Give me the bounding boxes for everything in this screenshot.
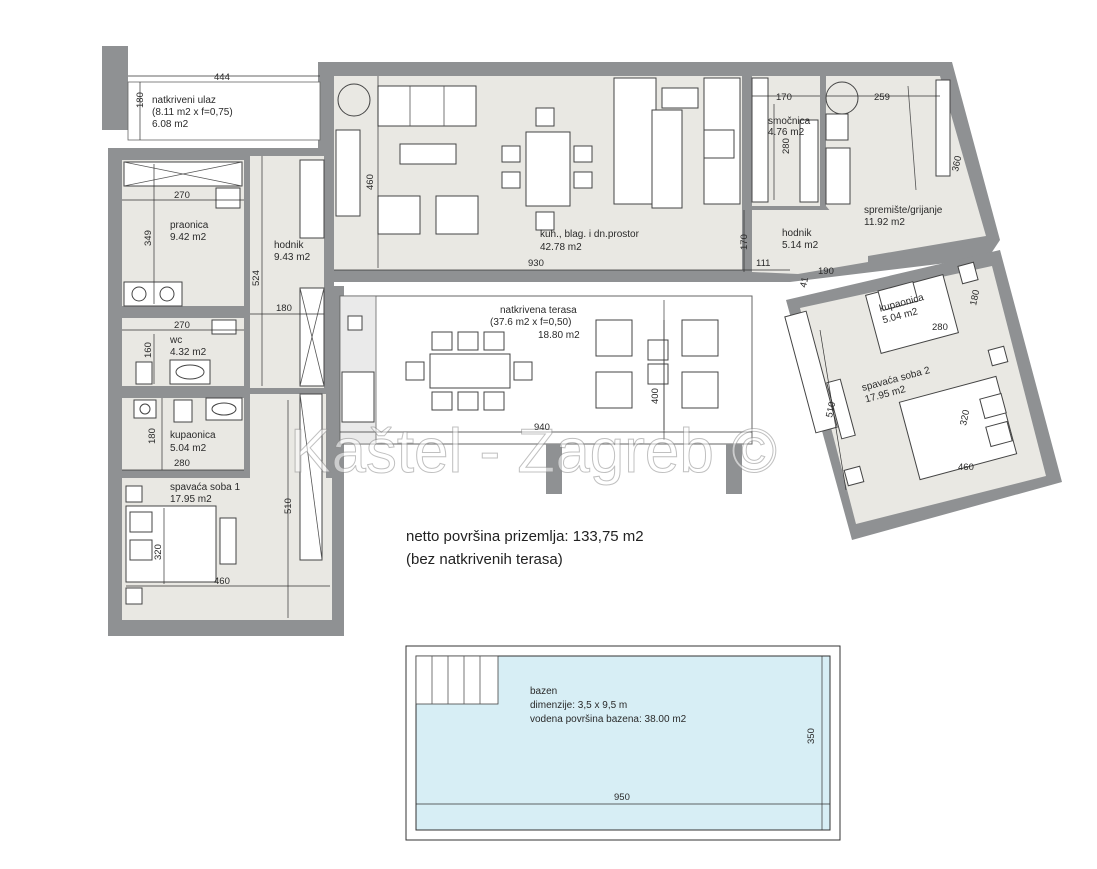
storage-name: spremište/grijanje (864, 205, 943, 216)
dim-storage-w: 259 (874, 92, 890, 103)
terrace-detail: (37.6 m2 x f=0,50) (490, 317, 571, 328)
bathroom1-area: 5.04 m2 (170, 443, 207, 454)
dim-bed1-closet: 510 (283, 498, 294, 514)
pantry-area: 4.76 m2 (768, 127, 805, 138)
dim-bed2-h: 320 (958, 409, 972, 427)
dim-wc-w: 270 (174, 320, 190, 331)
terrace-name: natkrivena terasa (500, 305, 577, 316)
dim-living-tail: 111 (756, 258, 770, 269)
dim-entry-w: 444 (214, 72, 230, 83)
dim-storage-h: 360 (950, 155, 964, 173)
covered-entry-name: natkriveni ulaz (152, 95, 216, 106)
dim-laundry-h: 349 (143, 230, 154, 246)
dim-pantry-h: 280 (781, 138, 792, 154)
dim-wc-h: 160 (143, 342, 154, 358)
dim-entry-h: 180 (135, 92, 146, 108)
dim-pool-w: 950 (614, 792, 630, 803)
dim-terrace-w: 940 (534, 422, 550, 433)
dim-bed2-closet: 510 (824, 401, 838, 419)
pool-dimensions: dimenzije: 3,5 x 9,5 m (530, 700, 627, 711)
net-area: netto površina prizemlja: 133,75 m2 (406, 528, 644, 545)
pool-water-area: vodena površina bazena: 38.00 m2 (530, 714, 687, 725)
pantry-name: smočnica (768, 116, 811, 127)
dim-hall2-w: 190 (818, 266, 834, 277)
covered-entry-detail: (8.11 m2 x f=0,75) (152, 107, 233, 118)
wc-name: wc (169, 335, 182, 346)
dim-pantry-w: 170 (776, 92, 792, 103)
net-area-note: (bez natkrivenih terasa) (406, 551, 563, 568)
storage-area: 11.92 m2 (864, 217, 905, 228)
living-name: kuh., blag. i dn.prostor (540, 229, 640, 240)
hall1-area: 9.43 m2 (274, 252, 311, 263)
bedroom1-area: 17.95 m2 (170, 494, 212, 505)
hall2-name: hodnik (782, 228, 812, 239)
dim-pool-h: 350 (806, 728, 817, 744)
hall1-name: hodnik (274, 240, 304, 251)
dim-bath2-w: 280 (932, 322, 948, 333)
dim-hall2-small: 41 (798, 276, 811, 289)
dim-bath1-w: 280 (174, 458, 190, 469)
furniture (123, 77, 1018, 605)
dim-bed1-h: 320 (153, 544, 164, 560)
dim-terrace-h: 400 (650, 388, 661, 404)
dimension-lines (122, 75, 940, 618)
hall2-area: 5.14 m2 (782, 240, 819, 251)
dim-hall1-w: 180 (276, 303, 292, 314)
terrace-area: 18.80 m2 (538, 330, 580, 341)
bedroom1-name: spavaća soba 1 (170, 482, 240, 493)
dim-bath2-h: 180 (968, 289, 982, 307)
dim-living-w: 930 (528, 258, 544, 269)
covered-entry (127, 81, 321, 141)
living-area: 42.78 m2 (540, 242, 582, 253)
watermark: Kaštel - Zagreb © (290, 417, 777, 486)
wc-area: 4.32 m2 (170, 347, 207, 358)
dim-bath1-h: 180 (147, 428, 158, 444)
laundry-name: praonica (170, 220, 209, 231)
dim-laundry-w: 270 (174, 190, 190, 201)
area-summary: netto površina prizemlja: 133,75 m2 (bez… (406, 528, 644, 568)
covered-entry-area: 6.08 m2 (152, 119, 189, 130)
dim-living-h: 460 (365, 174, 376, 190)
laundry-area: 9.42 m2 (170, 232, 207, 243)
bathroom1-name: kupaonica (170, 430, 216, 441)
dimension-labels: 444 180 270 349 524 180 270 160 180 280 … (135, 72, 982, 587)
dim-hall2-h: 170 (739, 234, 750, 250)
dim-hall1-h: 524 (251, 270, 262, 286)
pool: bazen dimenzije: 3,5 x 9,5 m vodena povr… (405, 645, 841, 841)
dim-bed2-w: 460 (958, 462, 974, 473)
dim-bed1-w: 460 (214, 576, 230, 587)
pool-title: bazen (530, 686, 557, 697)
